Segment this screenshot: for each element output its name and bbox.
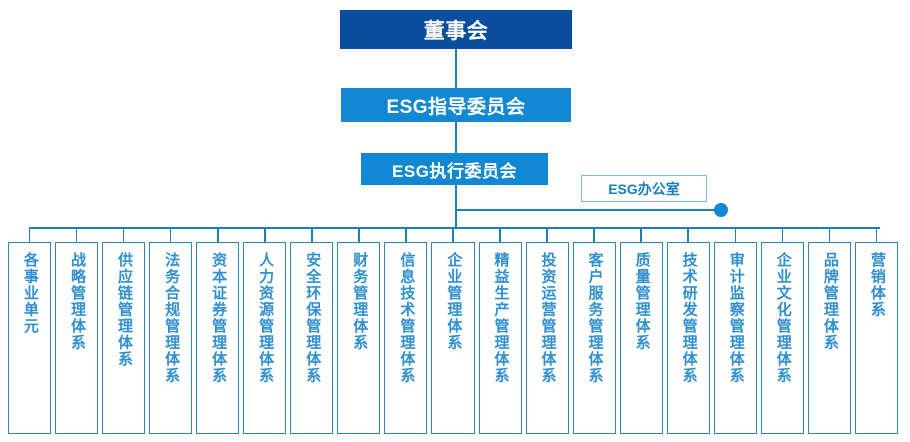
node-unit[interactable]: 财务管理体系	[337, 242, 381, 434]
connector-bus-to-unit	[499, 227, 501, 242]
connector-bus-to-unit	[593, 227, 595, 242]
connector-bus-to-unit	[169, 227, 172, 242]
node-unit[interactable]: 安全环保管理体系	[290, 242, 334, 434]
node-unit[interactable]: 营销体系	[854, 242, 898, 434]
node-unit[interactable]: 各事业单元	[8, 242, 52, 434]
node-unit[interactable]: 质量管理体系	[619, 242, 663, 434]
node-unit-label: 安全环保管理体系	[304, 252, 322, 384]
connector-bus-to-unit	[687, 227, 690, 242]
connector-bus-to-unit	[216, 227, 219, 242]
connector-bus-to-unit	[781, 227, 784, 242]
connector-bus-to-unit	[828, 227, 831, 242]
node-unit[interactable]: 资本证券管理体系	[196, 242, 240, 434]
node-unit[interactable]: 技术研发管理体系	[666, 242, 710, 434]
connector-bus-to-unit	[263, 227, 266, 242]
connector-bus-to-unit	[75, 227, 78, 242]
node-executive-committee-label: ESG执行委员会	[392, 161, 517, 181]
node-steering-committee-label: ESG指导委员会	[386, 96, 526, 118]
node-unit-label: 质量管理体系	[633, 252, 651, 351]
node-unit[interactable]: 人力资源管理体系	[243, 242, 287, 434]
node-unit[interactable]: 客户服务管理体系	[572, 242, 616, 434]
connector-executive-to-bus	[455, 185, 457, 227]
node-unit[interactable]: 品牌管理体系	[807, 242, 851, 434]
connector-bus-to-unit	[875, 227, 878, 242]
node-unit-label: 营销体系	[868, 252, 886, 318]
node-board-label: 董事会	[423, 19, 489, 43]
connector-bus-to-unit	[452, 227, 454, 242]
node-unit-label: 财务管理体系	[351, 252, 369, 351]
node-unit-label: 资本证券管理体系	[210, 252, 228, 384]
node-unit-label: 各事业单元	[21, 252, 39, 335]
node-unit-label: 法务合规管理体系	[163, 252, 181, 384]
node-unit[interactable]: 审计监察管理体系	[713, 242, 757, 434]
node-unit-label: 企业管理体系	[445, 252, 463, 351]
node-board[interactable]: 董事会	[340, 10, 572, 49]
node-unit-label: 企业文化管理体系	[774, 252, 792, 384]
connector-bus-to-unit	[358, 227, 360, 242]
connector-bus-to-unit	[28, 227, 31, 242]
node-unit-label: 信息技术管理体系	[398, 252, 416, 384]
connector-bus-to-unit	[122, 227, 125, 242]
node-unit-label: 审计监察管理体系	[727, 252, 745, 384]
esg-office-endpoint-dot	[714, 203, 728, 217]
connector-bus-to-unit	[546, 227, 548, 242]
node-unit[interactable]: 企业管理体系	[431, 242, 475, 434]
node-unit[interactable]: 企业文化管理体系	[760, 242, 804, 434]
node-unit[interactable]: 精益生产管理体系	[478, 242, 522, 434]
node-unit[interactable]: 战略管理体系	[55, 242, 99, 434]
node-unit-label: 精益生产管理体系	[492, 252, 510, 384]
connector-bus-to-unit	[405, 227, 407, 242]
connector-bus-to-unit	[734, 227, 737, 242]
node-executive-committee[interactable]: ESG执行委员会	[361, 153, 548, 185]
node-unit-label: 客户服务管理体系	[586, 252, 604, 384]
node-unit[interactable]: 投资运营管理体系	[525, 242, 569, 434]
node-esg-office-label: ESG办公室	[608, 180, 680, 197]
node-steering-committee[interactable]: ESG指导委员会	[341, 88, 571, 122]
node-unit-label: 人力资源管理体系	[257, 252, 275, 384]
node-esg-office[interactable]: ESG办公室	[581, 175, 707, 202]
connector-stem-to-office	[455, 209, 721, 211]
connector-board-to-steering	[455, 49, 457, 88]
node-unit[interactable]: 信息技术管理体系	[384, 242, 428, 434]
node-unit[interactable]: 供应链管理体系	[102, 242, 146, 434]
node-unit-label: 战略管理体系	[68, 252, 86, 351]
node-unit-label: 投资运营管理体系	[539, 252, 557, 384]
connector-bus-to-unit	[311, 227, 313, 242]
distribution-bus-line	[30, 227, 880, 229]
node-unit-label: 供应链管理体系	[116, 252, 134, 368]
connector-bus-to-unit	[640, 227, 642, 242]
connector-steering-to-executive	[455, 122, 457, 153]
node-unit-label: 技术研发管理体系	[680, 252, 698, 384]
node-unit-label: 品牌管理体系	[821, 252, 839, 351]
node-unit[interactable]: 法务合规管理体系	[149, 242, 193, 434]
